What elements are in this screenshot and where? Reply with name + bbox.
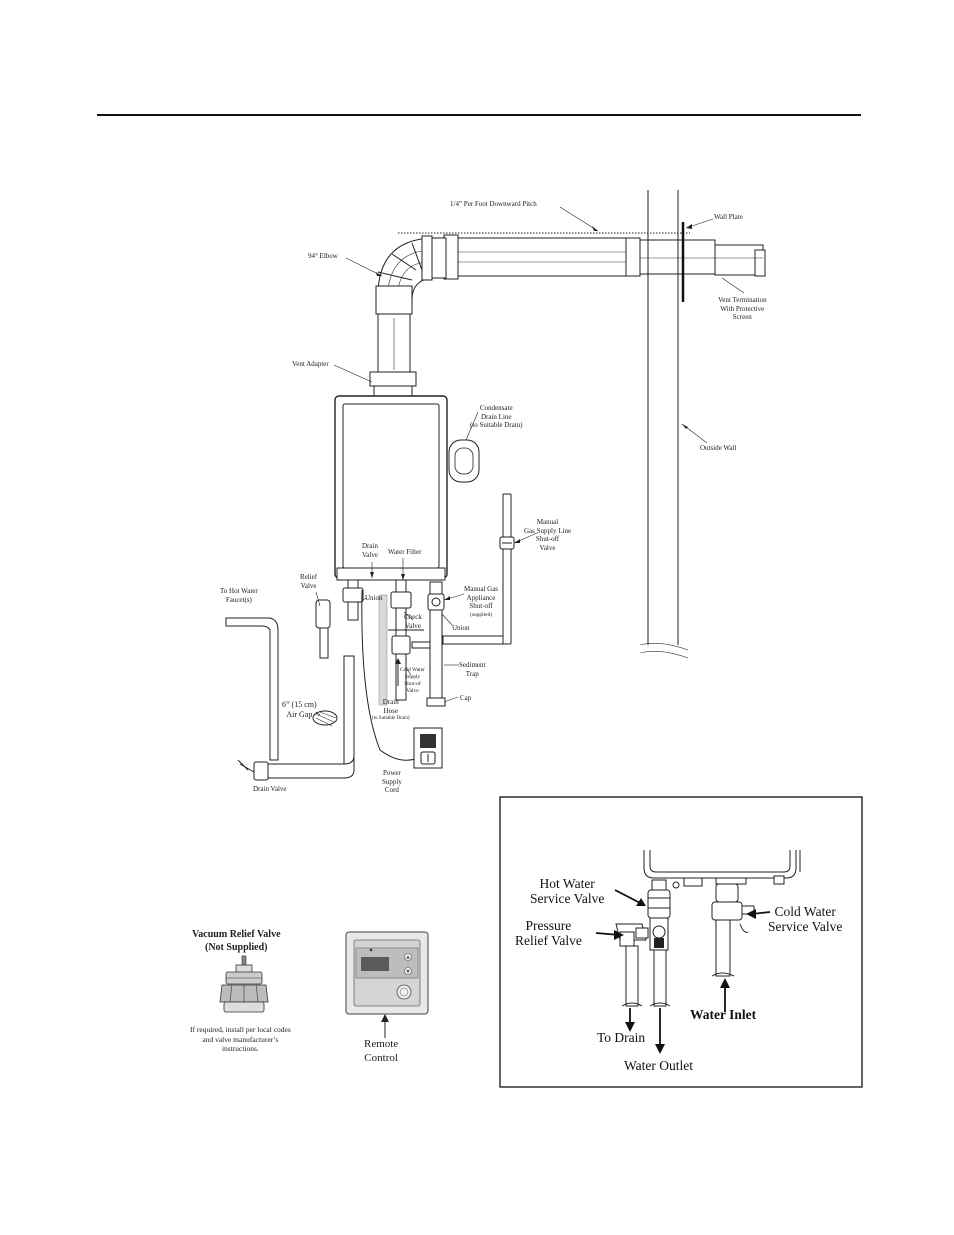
- vent-termination-label: Vent Termination With Protective Screen: [718, 296, 767, 321]
- cold-water-service-valve-label: Cold Water Service Valve: [768, 904, 843, 934]
- union-right-label: Union: [452, 624, 470, 632]
- condensate-label: Condensate Drain Line (to Suitable Drain…: [470, 404, 523, 429]
- air-gap-label: 6” (15 cm) Air Gap: [282, 700, 317, 719]
- water-connections: [225, 579, 443, 781]
- vacuum-relief-title: Vacuum Relief Valve (Not Supplied): [192, 929, 281, 953]
- water-outlet-label: Water Outlet: [624, 1058, 694, 1073]
- drain-valve-bottom-label: Drain Valve: [253, 785, 287, 793]
- water-heater: [334, 395, 480, 581]
- check-valve-label: Check Valve: [404, 613, 422, 630]
- vacuum-relief-valve-icon: [219, 955, 269, 1013]
- wall-plate-label: Wall Plate: [714, 213, 743, 221]
- to-drain-label: To Drain: [597, 1030, 646, 1045]
- remote-control-icon: [345, 931, 429, 1038]
- manual-gas-supply-label: Manual Gas Supply Line Shut-off Valve: [524, 518, 572, 552]
- cold-water-supply-label: Cold Water Supply Shut-of Valve: [400, 667, 425, 694]
- pitch-label: 1/4” Per Foot Downward Pitch: [450, 200, 537, 208]
- detail-box: [499, 796, 863, 1088]
- union-left-label: Union: [365, 594, 383, 602]
- water-filter-label: Water Filter: [388, 548, 422, 556]
- detail-arrows: [595, 889, 771, 1054]
- elbow-label: 94° Elbow: [308, 252, 338, 260]
- manual-gas-appliance-label: Manual Gas Appliance Shut-off (supplied): [464, 585, 499, 618]
- remote-control-label: Remote Control: [364, 1038, 399, 1064]
- relief-valve-label: Relief Valve: [300, 573, 318, 590]
- vent-system: [369, 190, 766, 659]
- drain-valve-top-label: Drain Valve: [362, 542, 378, 559]
- vacuum-relief-note: If required, install per local codes and…: [190, 1025, 291, 1053]
- gas-line: [426, 493, 515, 707]
- cap-label: Cap: [460, 694, 472, 702]
- hot-water-service-valve-label: Hot Water Service Valve: [530, 876, 605, 906]
- vent-adapter-label: Vent Adapter: [292, 360, 329, 368]
- drain-hose-label: Drain Hose (to Suitable Drain): [372, 698, 410, 721]
- outside-wall-label: Outside Wall: [700, 444, 737, 452]
- to-hot-water-label: To Hot Water Faucet(s): [220, 587, 258, 604]
- power-supply-label: Power Supply Cord: [382, 769, 402, 794]
- water-inlet-label: Water Inlet: [690, 1007, 757, 1022]
- pressure-relief-valve-label: Pressure Relief Valve: [515, 918, 582, 948]
- sediment-trap-label: Sediment Trap: [459, 661, 486, 678]
